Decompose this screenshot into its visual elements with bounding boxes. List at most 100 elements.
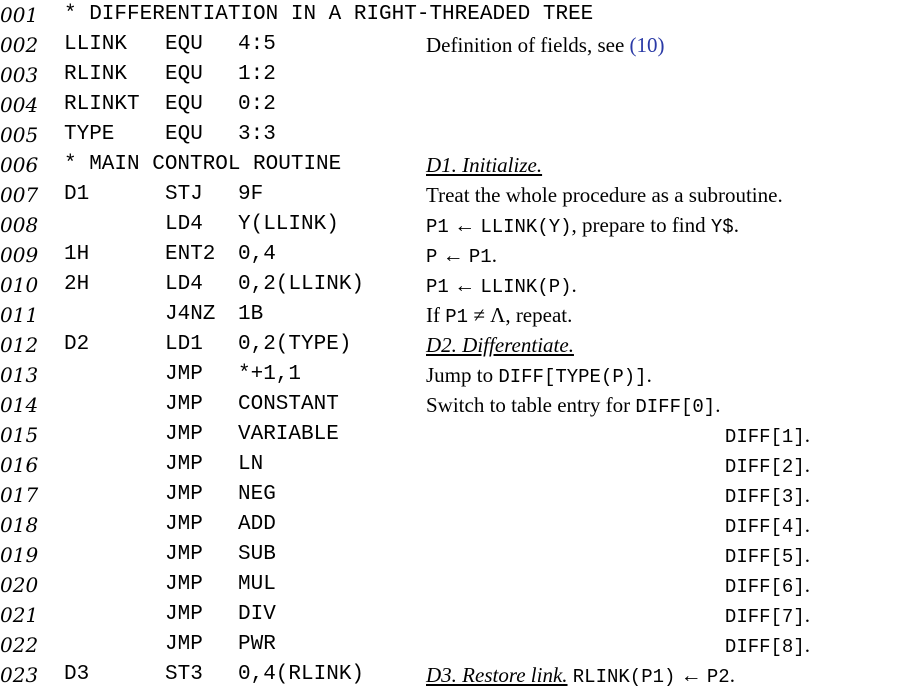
remark-text: Treat the whole procedure as a subroutin… bbox=[426, 183, 783, 207]
line-number: 014 bbox=[0, 393, 39, 417]
code-term: LLINK(Y) bbox=[480, 216, 572, 238]
remark-text: . bbox=[804, 483, 810, 507]
opcode-field: JMP bbox=[165, 603, 203, 626]
line-number: 002 bbox=[0, 33, 39, 57]
equation-reference-link[interactable]: (10) bbox=[629, 33, 665, 57]
remark-text: . bbox=[804, 543, 810, 567]
code-line: 023 D3 ST3 0,4(RLINK) D3. Restore link. … bbox=[0, 660, 907, 690]
remark-text: , prepare to find bbox=[571, 213, 711, 237]
line-number: 006 bbox=[0, 153, 39, 177]
opcode-field: JMP bbox=[165, 573, 203, 596]
opcode-field: JMP bbox=[165, 453, 203, 476]
location-field: 2H bbox=[64, 273, 90, 296]
remark-text: . bbox=[491, 243, 497, 267]
code-term: P1 bbox=[445, 306, 469, 328]
code-line: 009 1H ENT2 0,4 P ← P1. bbox=[0, 240, 907, 270]
opcode-field: EQU bbox=[165, 33, 203, 56]
remark-text: . bbox=[804, 573, 810, 597]
address-field: 3:3 bbox=[238, 123, 276, 146]
remark-text: Switch to table entry for bbox=[426, 393, 636, 417]
remark: P1 ← LLINK(P). bbox=[426, 270, 577, 302]
line-number: 018 bbox=[0, 513, 39, 537]
remark: Definition of fields, see (10) bbox=[426, 30, 665, 60]
address-field: DIV bbox=[238, 603, 276, 626]
address-field: VARIABLE bbox=[238, 423, 339, 446]
opcode-field: JMP bbox=[165, 393, 203, 416]
code-line: 012 D2 LD1 0,2(TYPE) D2. Differentiate. bbox=[0, 330, 907, 360]
location-field: LLINK bbox=[64, 33, 128, 56]
remark-text: . bbox=[729, 663, 735, 687]
remark: DIFF[5]. bbox=[725, 540, 810, 572]
remark-text: . bbox=[804, 603, 810, 627]
remark: DIFF[8]. bbox=[725, 630, 810, 662]
opcode-field: EQU bbox=[165, 123, 203, 146]
line-number: 007 bbox=[0, 183, 39, 207]
remark: D3. Restore link. RLINK(P1) ← P2. bbox=[426, 660, 735, 692]
address-field: CONSTANT bbox=[238, 393, 339, 416]
code-line: 013 JMP *+1,1 Jump to DIFF[TYPE(P)]. bbox=[0, 360, 907, 390]
remark: Switch to table entry for DIFF[0]. bbox=[426, 390, 720, 422]
code-line: 019 JMP SUB DIFF[5]. bbox=[0, 540, 907, 570]
code-line: 004 RLINKT EQU 0:2 bbox=[0, 90, 907, 120]
line-number: 003 bbox=[0, 63, 39, 87]
line-number: 023 bbox=[0, 663, 39, 687]
address-field: 0:2 bbox=[238, 93, 276, 116]
opcode-field: ST3 bbox=[165, 663, 203, 686]
address-field: Y(LLINK) bbox=[238, 213, 339, 236]
line-number: 013 bbox=[0, 363, 39, 387]
code-term: DIFF[0] bbox=[635, 396, 716, 418]
line-number: 021 bbox=[0, 603, 39, 627]
line-number: 011 bbox=[0, 303, 39, 327]
location-field: RLINKT bbox=[64, 93, 140, 116]
code-line: 018 JMP ADD DIFF[4]. bbox=[0, 510, 907, 540]
opcode-field: JMP bbox=[165, 543, 203, 566]
remark: DIFF[2]. bbox=[725, 450, 810, 482]
line-number: 008 bbox=[0, 213, 39, 237]
code-term: Y$ bbox=[710, 216, 734, 238]
address-field: ADD bbox=[238, 513, 276, 536]
remark: DIFF[7]. bbox=[725, 600, 810, 632]
code-term: P bbox=[426, 246, 438, 268]
remark-text: If bbox=[426, 303, 446, 327]
arrow-symbol: ← bbox=[675, 663, 707, 687]
remark: P ← P1. bbox=[426, 240, 497, 272]
code-line: 011 J4NZ 1B If P1 ≠ Λ, repeat. bbox=[0, 300, 907, 330]
line-number: 012 bbox=[0, 333, 39, 357]
remark-text: . bbox=[804, 513, 810, 537]
code-term: P2 bbox=[706, 666, 730, 688]
remark-text: . bbox=[646, 363, 652, 387]
remark: If P1 ≠ Λ, repeat. bbox=[426, 300, 572, 332]
opcode-field: EQU bbox=[165, 63, 203, 86]
address-field: 9F bbox=[238, 183, 264, 206]
line-number: 022 bbox=[0, 633, 39, 657]
code-term: P1 bbox=[426, 276, 449, 298]
address-field: SUB bbox=[238, 543, 276, 566]
code-line: 022 JMP PWR DIFF[8]. bbox=[0, 630, 907, 660]
code-line: 021 JMP DIV DIFF[7]. bbox=[0, 600, 907, 630]
code-line: 003 RLINK EQU 1:2 bbox=[0, 60, 907, 90]
remark: DIFF[6]. bbox=[725, 570, 810, 602]
remark: DIFF[3]. bbox=[725, 480, 810, 512]
address-field: 0,4(RLINK) bbox=[238, 663, 365, 686]
code-term: DIFF[3] bbox=[724, 486, 805, 508]
step-heading: D1. Initialize. bbox=[426, 153, 543, 177]
line-number: 001 bbox=[0, 3, 39, 27]
remark: Jump to DIFF[TYPE(P)]. bbox=[426, 360, 652, 392]
opcode-field: JMP bbox=[165, 423, 203, 446]
location-field: RLINK bbox=[64, 63, 128, 86]
code-line: 005 TYPE EQU 3:3 bbox=[0, 120, 907, 150]
comment-text: * MAIN CONTROL ROUTINE bbox=[64, 153, 342, 176]
code-line: 015 JMP VARIABLE DIFF[1]. bbox=[0, 420, 907, 450]
address-field: LN bbox=[238, 453, 264, 476]
address-field: MUL bbox=[238, 573, 276, 596]
opcode-field: J4NZ bbox=[165, 303, 216, 326]
address-field: 0,4 bbox=[238, 243, 276, 266]
code-line: 001 * DIFFERENTIATION IN A RIGHT-THREADE… bbox=[0, 0, 907, 30]
opcode-field: EQU bbox=[165, 93, 203, 116]
code-line: 008 LD4 Y(LLINK) P1 ← LLINK(Y), prepare … bbox=[0, 210, 907, 240]
remark: DIFF[1]. bbox=[725, 420, 810, 452]
opcode-field: JMP bbox=[165, 363, 203, 386]
code-term: DIFF[8] bbox=[724, 636, 805, 658]
opcode-field: JMP bbox=[165, 633, 203, 656]
code-line: 020 JMP MUL DIFF[6]. bbox=[0, 570, 907, 600]
